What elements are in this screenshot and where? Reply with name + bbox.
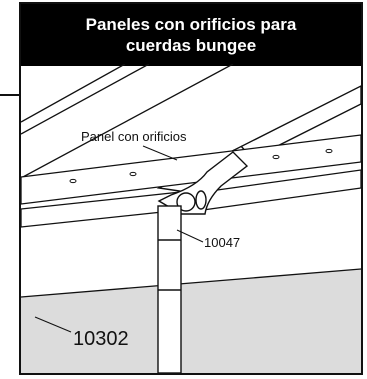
- pole-part-number: 10047: [204, 235, 240, 250]
- panel-holes: [69, 148, 333, 184]
- header-title-line-2: cuerdas bungee: [125, 36, 257, 55]
- corner-fitting: [157, 151, 249, 215]
- wall-panel-10302: [21, 269, 361, 373]
- wall-callout-leader: [34, 316, 72, 333]
- wall-part-number: 10302: [73, 328, 129, 350]
- edge-leader-line: [0, 94, 21, 96]
- vertical-pole-10047: [157, 205, 182, 373]
- upper-roof-rails: [21, 64, 234, 179]
- pole-callout-leader: [176, 229, 204, 243]
- panel-callout-leader: [142, 145, 178, 161]
- panel-with-holes: [21, 134, 361, 205]
- panel-callout-label: Panel con orificios: [81, 129, 187, 144]
- wall-top-edge: [21, 268, 361, 298]
- header-title-line-1: Paneles con orificios para: [85, 15, 297, 34]
- diagram-header: Paneles con orificios para cuerdas bunge…: [21, 4, 361, 66]
- canopy-illustration: Panel con orificios 10047 10302: [21, 64, 361, 373]
